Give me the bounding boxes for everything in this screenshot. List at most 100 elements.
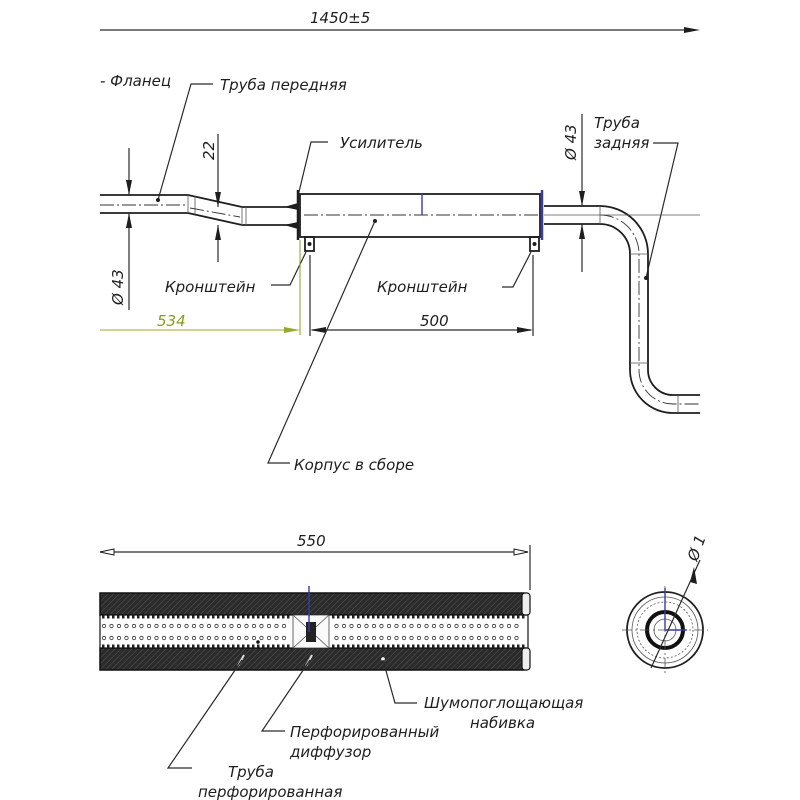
perforation-tooth	[167, 615, 170, 619]
perforation-tooth	[197, 615, 200, 619]
perforation-hole	[341, 623, 347, 629]
perforation-tooth	[242, 615, 245, 619]
perforation-hole	[394, 623, 399, 629]
perforated-diffuser-callout: Перфорированный диффузор	[260, 659, 439, 761]
perforation-hole	[101, 635, 107, 641]
perforated-pipe-label-2: перфорированная	[198, 783, 342, 800]
perforation-hole	[146, 623, 152, 629]
perforation-hole	[184, 623, 189, 629]
perforated-pipe-callout: Труба перфорированная	[166, 659, 342, 800]
perforation-tooth	[162, 644, 165, 648]
perforation-tooth	[457, 615, 460, 619]
perforation-tooth	[277, 644, 280, 648]
perforation-tooth	[177, 644, 180, 648]
perforation-tooth	[522, 615, 525, 619]
perforation-tooth	[102, 615, 105, 619]
perforation-tooth	[107, 615, 110, 619]
bracket-right-label: Кронштейн	[377, 278, 468, 296]
perforation-hole	[244, 623, 249, 629]
perforation-hole	[461, 623, 467, 629]
perforation-tooth	[362, 644, 365, 648]
perforation-tooth	[122, 615, 125, 619]
perforation-hole	[244, 635, 249, 641]
perforation-tooth	[147, 615, 150, 619]
perforation-tooth	[242, 644, 245, 648]
perforation-tooth	[147, 644, 150, 648]
perforation-tooth	[117, 615, 120, 619]
perforation-hole	[199, 635, 204, 641]
perforation-hole	[184, 635, 189, 641]
overall-length-label: 1450±5	[310, 9, 370, 27]
perforation-tooth	[462, 644, 465, 648]
perforation-hole	[154, 635, 159, 641]
perforation-tooth	[207, 644, 210, 648]
perforation-hole	[409, 623, 414, 629]
perforation-hole	[446, 623, 452, 629]
perforation-tooth	[332, 615, 335, 619]
perforation-hole	[251, 635, 257, 641]
perforation-tooth	[357, 644, 360, 648]
rear-pipe	[544, 205, 700, 414]
perforation-tooth	[277, 615, 280, 619]
sound-absorbing-callout: Шумопоглощающая набивка	[382, 659, 583, 732]
perforation-tooth	[287, 615, 290, 619]
perforation-tooth	[117, 644, 120, 648]
sound-absorbing-label-2: набивка	[470, 714, 535, 732]
perforation-tooth	[152, 644, 155, 648]
perforation-tooth	[212, 644, 215, 648]
perforation-hole	[116, 623, 122, 629]
perforation-hole	[356, 635, 362, 641]
perforation-hole	[349, 635, 354, 641]
perforation-tooth	[232, 644, 235, 648]
perforation-tooth	[412, 644, 415, 648]
perforation-hole	[116, 635, 122, 641]
perforation-hole	[364, 623, 369, 629]
flange-callout: - Фланец	[100, 72, 171, 90]
end-view-diameter-label: Ø 1	[684, 533, 710, 565]
perforation-tooth	[442, 644, 445, 648]
perforation-hole	[281, 635, 287, 641]
front-pipe-callout: Труба передняя	[156, 76, 347, 202]
perforation-tooth	[397, 615, 400, 619]
perforation-hole	[446, 635, 452, 641]
perforation-hole	[514, 623, 519, 629]
perforation-hole	[476, 623, 482, 629]
bracket-left: Кронштейн	[165, 236, 315, 296]
perforation-hole	[191, 635, 197, 641]
perforation-tooth	[432, 644, 435, 648]
perforation-hole	[401, 635, 407, 641]
perforation-hole	[409, 635, 414, 641]
rear-pipe-label-1: Труба	[594, 114, 640, 132]
perforation-tooth	[127, 615, 130, 619]
perforation-tooth	[467, 615, 470, 619]
perforation-hole	[214, 623, 219, 629]
perforation-hole	[461, 635, 467, 641]
perforation-hole	[371, 623, 377, 629]
front-pipe-label: Труба передняя	[220, 76, 347, 94]
perforation-hole	[229, 623, 234, 629]
perforation-hole	[139, 635, 144, 641]
perforation-tooth	[377, 615, 380, 619]
perforation-tooth	[447, 644, 450, 648]
rear-pipe-callout: Труба задняя	[594, 114, 679, 280]
front-pipe	[100, 194, 298, 229]
body-assembly-callout: Корпус в сборе	[267, 220, 414, 474]
leader-line	[157, 83, 213, 201]
perforation-tooth	[182, 615, 185, 619]
perforation-tooth	[247, 644, 250, 648]
body-assembly-label: Корпус в сборе	[294, 456, 414, 474]
perforation-hole	[349, 623, 354, 629]
reinforcement-callout: Усилитель	[297, 134, 423, 197]
perforation-hole	[334, 623, 339, 629]
perforation-tooth	[437, 615, 440, 619]
perforation-hole	[469, 623, 474, 629]
perforation-tooth	[337, 644, 340, 648]
perforated-diffuser-label-1: Перфорированный	[290, 723, 439, 741]
rear-pipe-diameter-dimension: Ø 43	[562, 114, 585, 272]
perforation-tooth	[267, 615, 270, 619]
perforation-hole	[221, 623, 227, 629]
perforation-tooth	[342, 615, 345, 619]
perforation-tooth	[487, 644, 490, 648]
perforation-hole	[139, 623, 144, 629]
